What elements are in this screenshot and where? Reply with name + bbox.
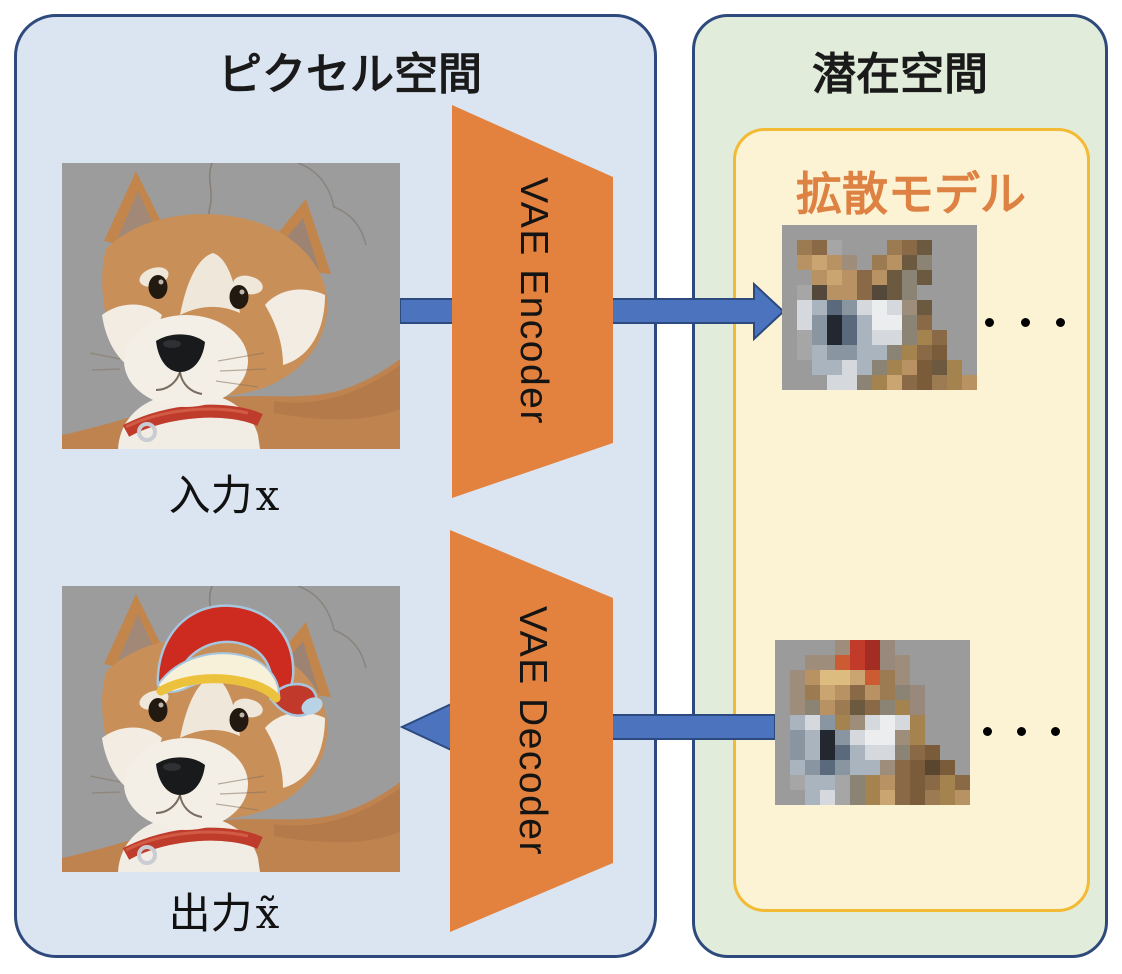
input-caption-math: x [255, 471, 280, 520]
dot [1020, 317, 1030, 327]
vae-encoder-label: VAE Encoder [512, 177, 555, 425]
input-caption: 入力x [169, 462, 280, 523]
output-caption-jp: 出力 [168, 890, 253, 937]
latent-image-bottom [775, 640, 970, 805]
ellipsis-top [985, 317, 1065, 327]
vae-decoder-label: VAE Decoder [511, 606, 554, 856]
input-caption-jp: 入力 [168, 472, 253, 519]
ellipsis-bottom [983, 726, 1060, 736]
dot [1051, 726, 1060, 736]
diffusion-model-title: 拡散モデル [796, 168, 1026, 220]
dot [1017, 726, 1026, 736]
pixel-space-title: ピクセル空間 [218, 50, 482, 99]
latent-image-top [782, 225, 977, 390]
dot [985, 317, 994, 327]
shiba-photo [62, 163, 400, 449]
output-caption-math: x̃ [255, 889, 280, 938]
shiba-photo-with-hat [62, 586, 400, 872]
latent-space-title: 潜在空間 [812, 50, 988, 99]
output-caption: 出力x̃ [169, 880, 280, 941]
dot [983, 726, 992, 736]
input-image [62, 163, 400, 449]
output-image [62, 586, 400, 872]
dot [1056, 317, 1065, 327]
